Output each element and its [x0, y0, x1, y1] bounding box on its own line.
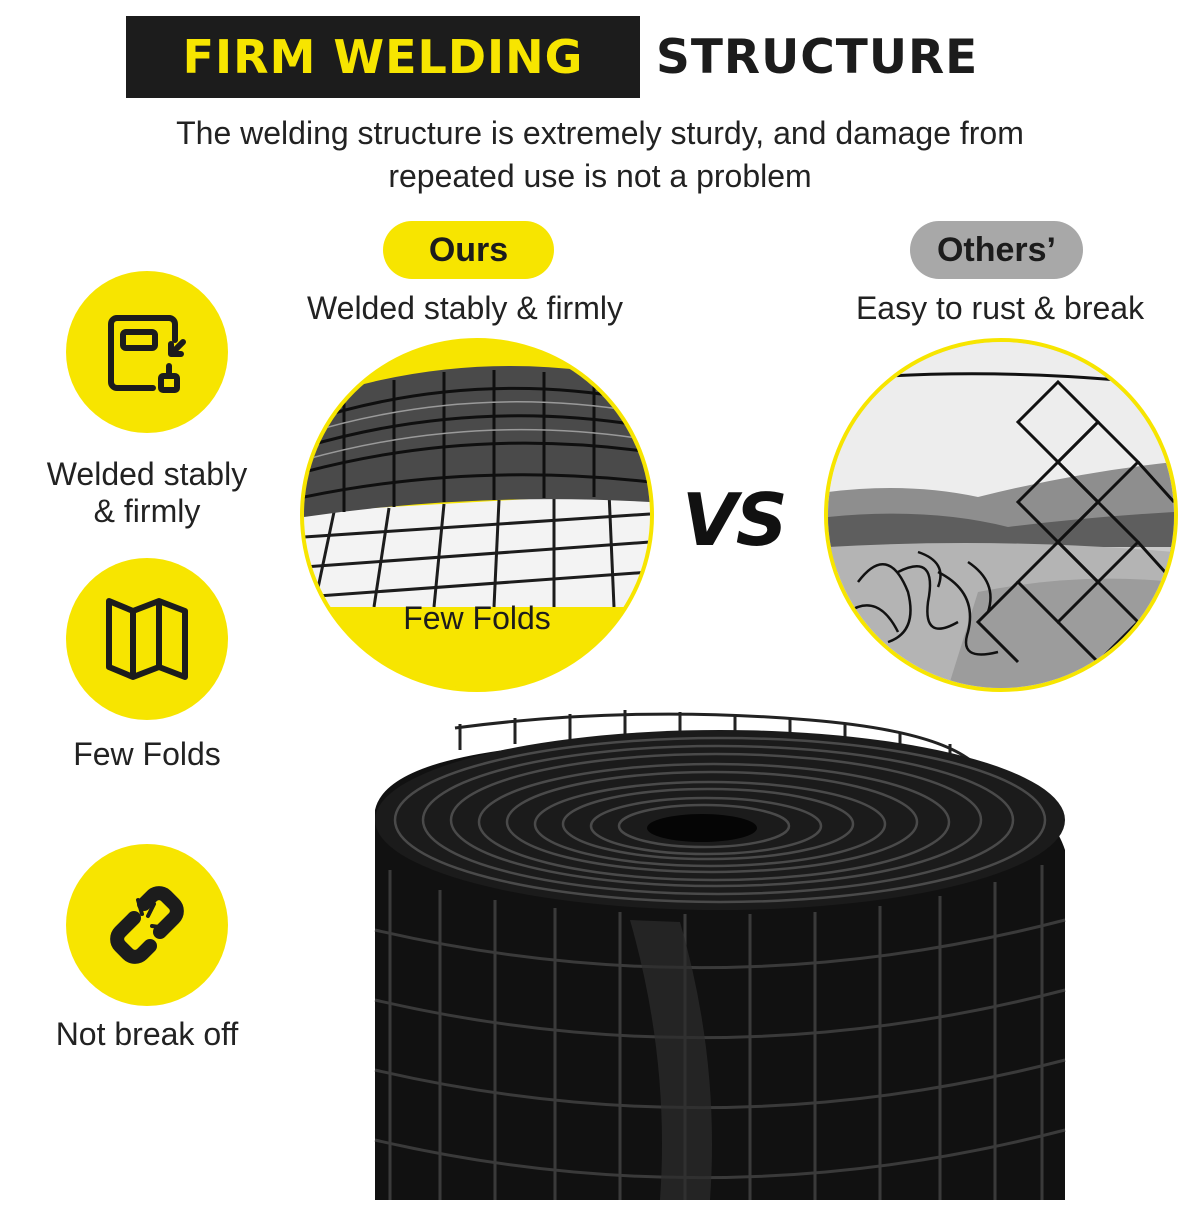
- title-rest-text: STRUCTURE: [656, 29, 979, 85]
- ours-mesh-image: [300, 338, 654, 692]
- weld-joint-icon: [108, 315, 186, 393]
- title-rest: STRUCTURE: [656, 16, 978, 98]
- subtitle: The welding structure is extremely sturd…: [100, 112, 1100, 198]
- others-tag: Others’: [910, 221, 1083, 279]
- broken-chain-icon: [110, 886, 184, 964]
- subtitle-line-1: The welding structure is extremely sturd…: [176, 115, 1024, 151]
- feature-weld-label-line-2: & firmly: [93, 493, 201, 529]
- others-fence-image: [824, 338, 1178, 692]
- feature-chain-label: Not break off: [55, 1016, 239, 1052]
- feature-folds-label: Few Folds: [73, 736, 221, 772]
- feature-weld-label-line-1: Welded stably: [46, 456, 248, 492]
- title-highlight-text: FIRM WELDING: [182, 30, 584, 84]
- ours-tag: Ours: [383, 221, 554, 279]
- mesh-roll-image: [330, 700, 1130, 1200]
- ours-overlay-label: Few Folds: [403, 600, 551, 636]
- feature-chain-circle: [66, 844, 228, 1006]
- feature-weld-label: Welded stably & firmly: [20, 456, 274, 530]
- feature-weld-circle: [66, 271, 228, 433]
- ours-caption: Welded stably & firmly: [307, 290, 623, 326]
- others-caption: Easy to rust & break: [855, 290, 1145, 326]
- title-highlight-banner: FIRM WELDING: [126, 16, 640, 98]
- folded-map-icon: [106, 598, 188, 680]
- feature-folds-circle: [66, 558, 228, 720]
- vs-label: VS: [682, 478, 788, 562]
- subtitle-line-2: repeated use is not a problem: [388, 158, 812, 194]
